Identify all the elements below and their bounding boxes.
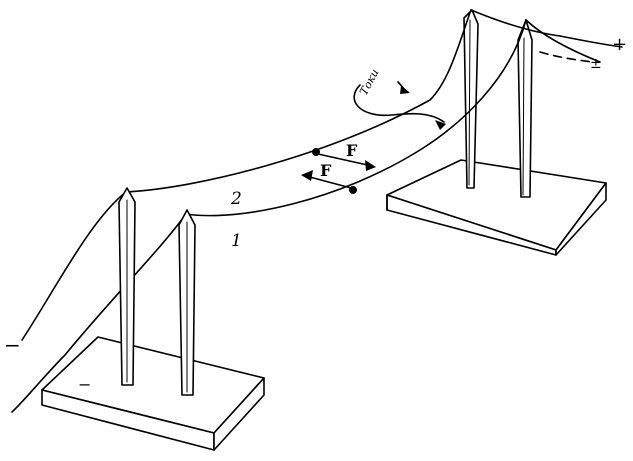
left-post-back: [118, 187, 136, 386]
wire-2: [125, 9, 472, 193]
left-post-front: [178, 209, 196, 396]
wire-2-label: 2: [230, 189, 242, 209]
wire-1: [185, 19, 527, 217]
force-label-upper: F: [346, 141, 358, 160]
right-base: [386, 159, 607, 256]
force-label-lower: F: [320, 161, 332, 180]
right-stand: [386, 9, 607, 256]
current-arrow: [353, 81, 446, 130]
force-arrow-lower: [301, 170, 352, 189]
right-post-front: [517, 19, 533, 198]
polarity-right-top-label: +: [612, 34, 627, 55]
wire-2-left-lead: [21, 191, 127, 341]
left-stand: [41, 187, 265, 451]
wire-1-left-lead: [11, 213, 187, 413]
wire-1-right-lead: [525, 19, 601, 63]
force-arrow-upper: [317, 153, 376, 171]
right-post-back: [463, 9, 479, 189]
wire-1-label: 1: [231, 231, 242, 251]
left-base: [41, 336, 265, 451]
polarity-left-label: −: [4, 333, 21, 357]
current-label: Токи: [357, 67, 381, 97]
polarity-right-small-label: ±: [590, 56, 602, 72]
base-left-mark: −: [78, 375, 91, 394]
wire-2-right-end: [559, 35, 623, 48]
wire-2-right-lead: [470, 9, 561, 37]
wire-1-right-dashes: [539, 51, 593, 63]
